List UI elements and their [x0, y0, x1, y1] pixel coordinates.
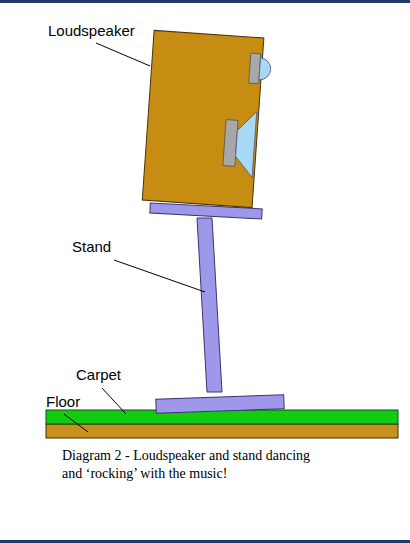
frame-line — [0, 0, 410, 3]
part-label: Stand — [72, 238, 111, 255]
woofer-mount — [223, 120, 238, 167]
carpet — [46, 410, 398, 424]
tweeter-dome — [259, 58, 272, 81]
part-label: Floor — [46, 393, 80, 410]
stand-post — [197, 218, 222, 392]
floor — [46, 424, 398, 438]
leader-line — [64, 414, 88, 432]
leader-line — [102, 388, 126, 414]
part-label: Carpet — [76, 366, 121, 383]
stand-base — [156, 395, 284, 413]
frame-line — [0, 540, 410, 543]
leader-line — [96, 43, 150, 66]
loudspeaker-cabinet — [142, 30, 264, 207]
leader-line — [114, 260, 205, 292]
woofer-cone — [234, 110, 257, 177]
figure-caption: Diagram 2 - Loudspeaker and stand dancin… — [62, 447, 312, 483]
part-label: Loudspeaker — [48, 22, 135, 39]
